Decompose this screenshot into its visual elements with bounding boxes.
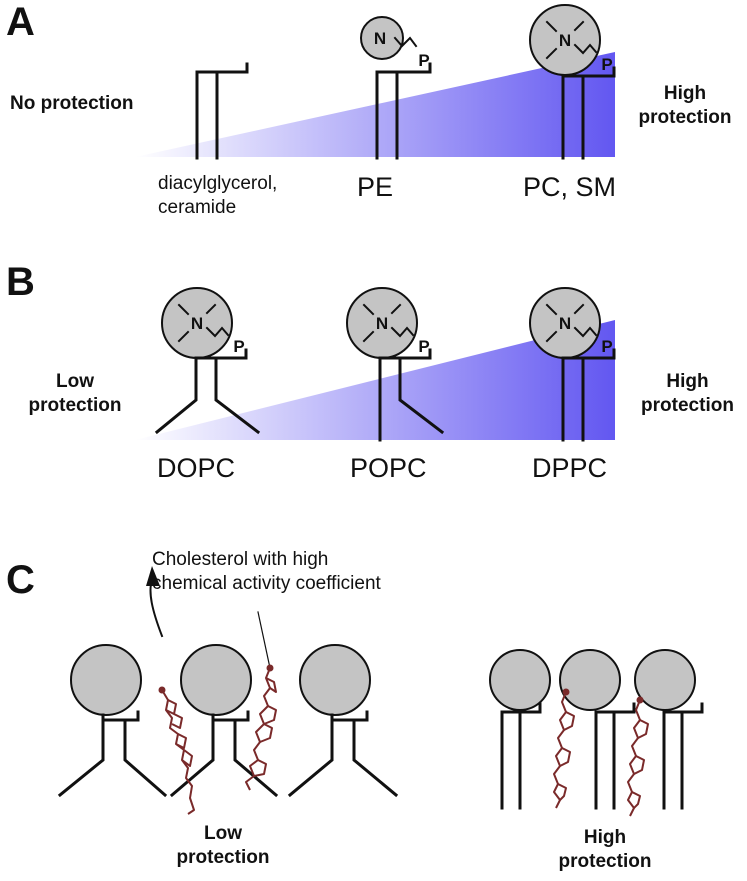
panel-label-c: C [6, 558, 35, 602]
pc-sm-label: PC, SM [523, 172, 617, 202]
label-line: Low [56, 371, 94, 392]
label-line: ceramide [158, 197, 237, 218]
label-line: protection [641, 395, 734, 416]
high-protection-bilayer [489, 649, 704, 810]
dppc-label: DPPC [532, 453, 608, 483]
cholesterol-molecule [553, 688, 575, 809]
nitrogen-label: N [376, 314, 388, 333]
protection-gradient-a [135, 52, 615, 157]
label-line: High [583, 827, 627, 848]
popc-lipid [346, 287, 445, 442]
cholesterol-molecule [627, 696, 649, 817]
nitrogen-label: N [559, 314, 571, 333]
callout-pointer [257, 611, 271, 669]
nitrogen-label: N [559, 31, 571, 50]
phosphorus-label: P [418, 337, 429, 356]
high-protection-label-a: High protection [630, 82, 740, 130]
cholesterol-molecule [158, 686, 195, 815]
cholesterol-callout: Cholesterol with high chemical activity … [152, 548, 381, 596]
label-line: High [666, 371, 709, 392]
dopc-lipid [154, 287, 261, 435]
cholesterol-molecule [245, 664, 277, 791]
escape-arrowhead [146, 566, 160, 586]
label-line: protection [638, 107, 732, 128]
diacylglycerol-lipid [195, 62, 249, 160]
pe-lipid [360, 16, 432, 160]
low-protection-label-b: Low protection [20, 370, 130, 418]
phosphorus-label: P [418, 51, 429, 70]
pc-sm-lipid [529, 4, 616, 160]
popc-label: POPC [350, 453, 427, 483]
phosphorus-label: P [233, 337, 244, 356]
nitrogen-label: N [374, 29, 386, 48]
label-line: diacylglycerol, [158, 173, 278, 194]
phosphorus-label: P [601, 55, 612, 74]
label-line: High [663, 83, 707, 104]
dppc-lipid [529, 287, 616, 442]
high-protection-label-c: High protection [550, 826, 660, 874]
panel-label-b: B [6, 260, 35, 304]
panel-label-a: A [6, 0, 35, 44]
pe-label: PE [357, 172, 394, 202]
phosphorus-label: P [601, 337, 612, 356]
label-line: protection [558, 851, 652, 872]
label-line: chemical activity coefficient [152, 573, 381, 594]
high-protection-label-b: High protection [630, 370, 745, 418]
no-protection-label: No protection [10, 93, 134, 114]
label-line: protection [28, 395, 122, 416]
dopc-label: DOPC [157, 453, 236, 483]
diacylglycerol-label: diacylglycerol, ceramide [158, 172, 277, 220]
label-line: Cholesterol with high [152, 549, 329, 570]
low-protection-bilayer [57, 644, 399, 798]
nitrogen-label: N [191, 314, 203, 333]
label-line: Low [204, 823, 242, 844]
label-line: protection [176, 847, 270, 868]
low-protection-label-c: Low protection [168, 822, 278, 870]
protection-gradient-b [135, 320, 615, 440]
